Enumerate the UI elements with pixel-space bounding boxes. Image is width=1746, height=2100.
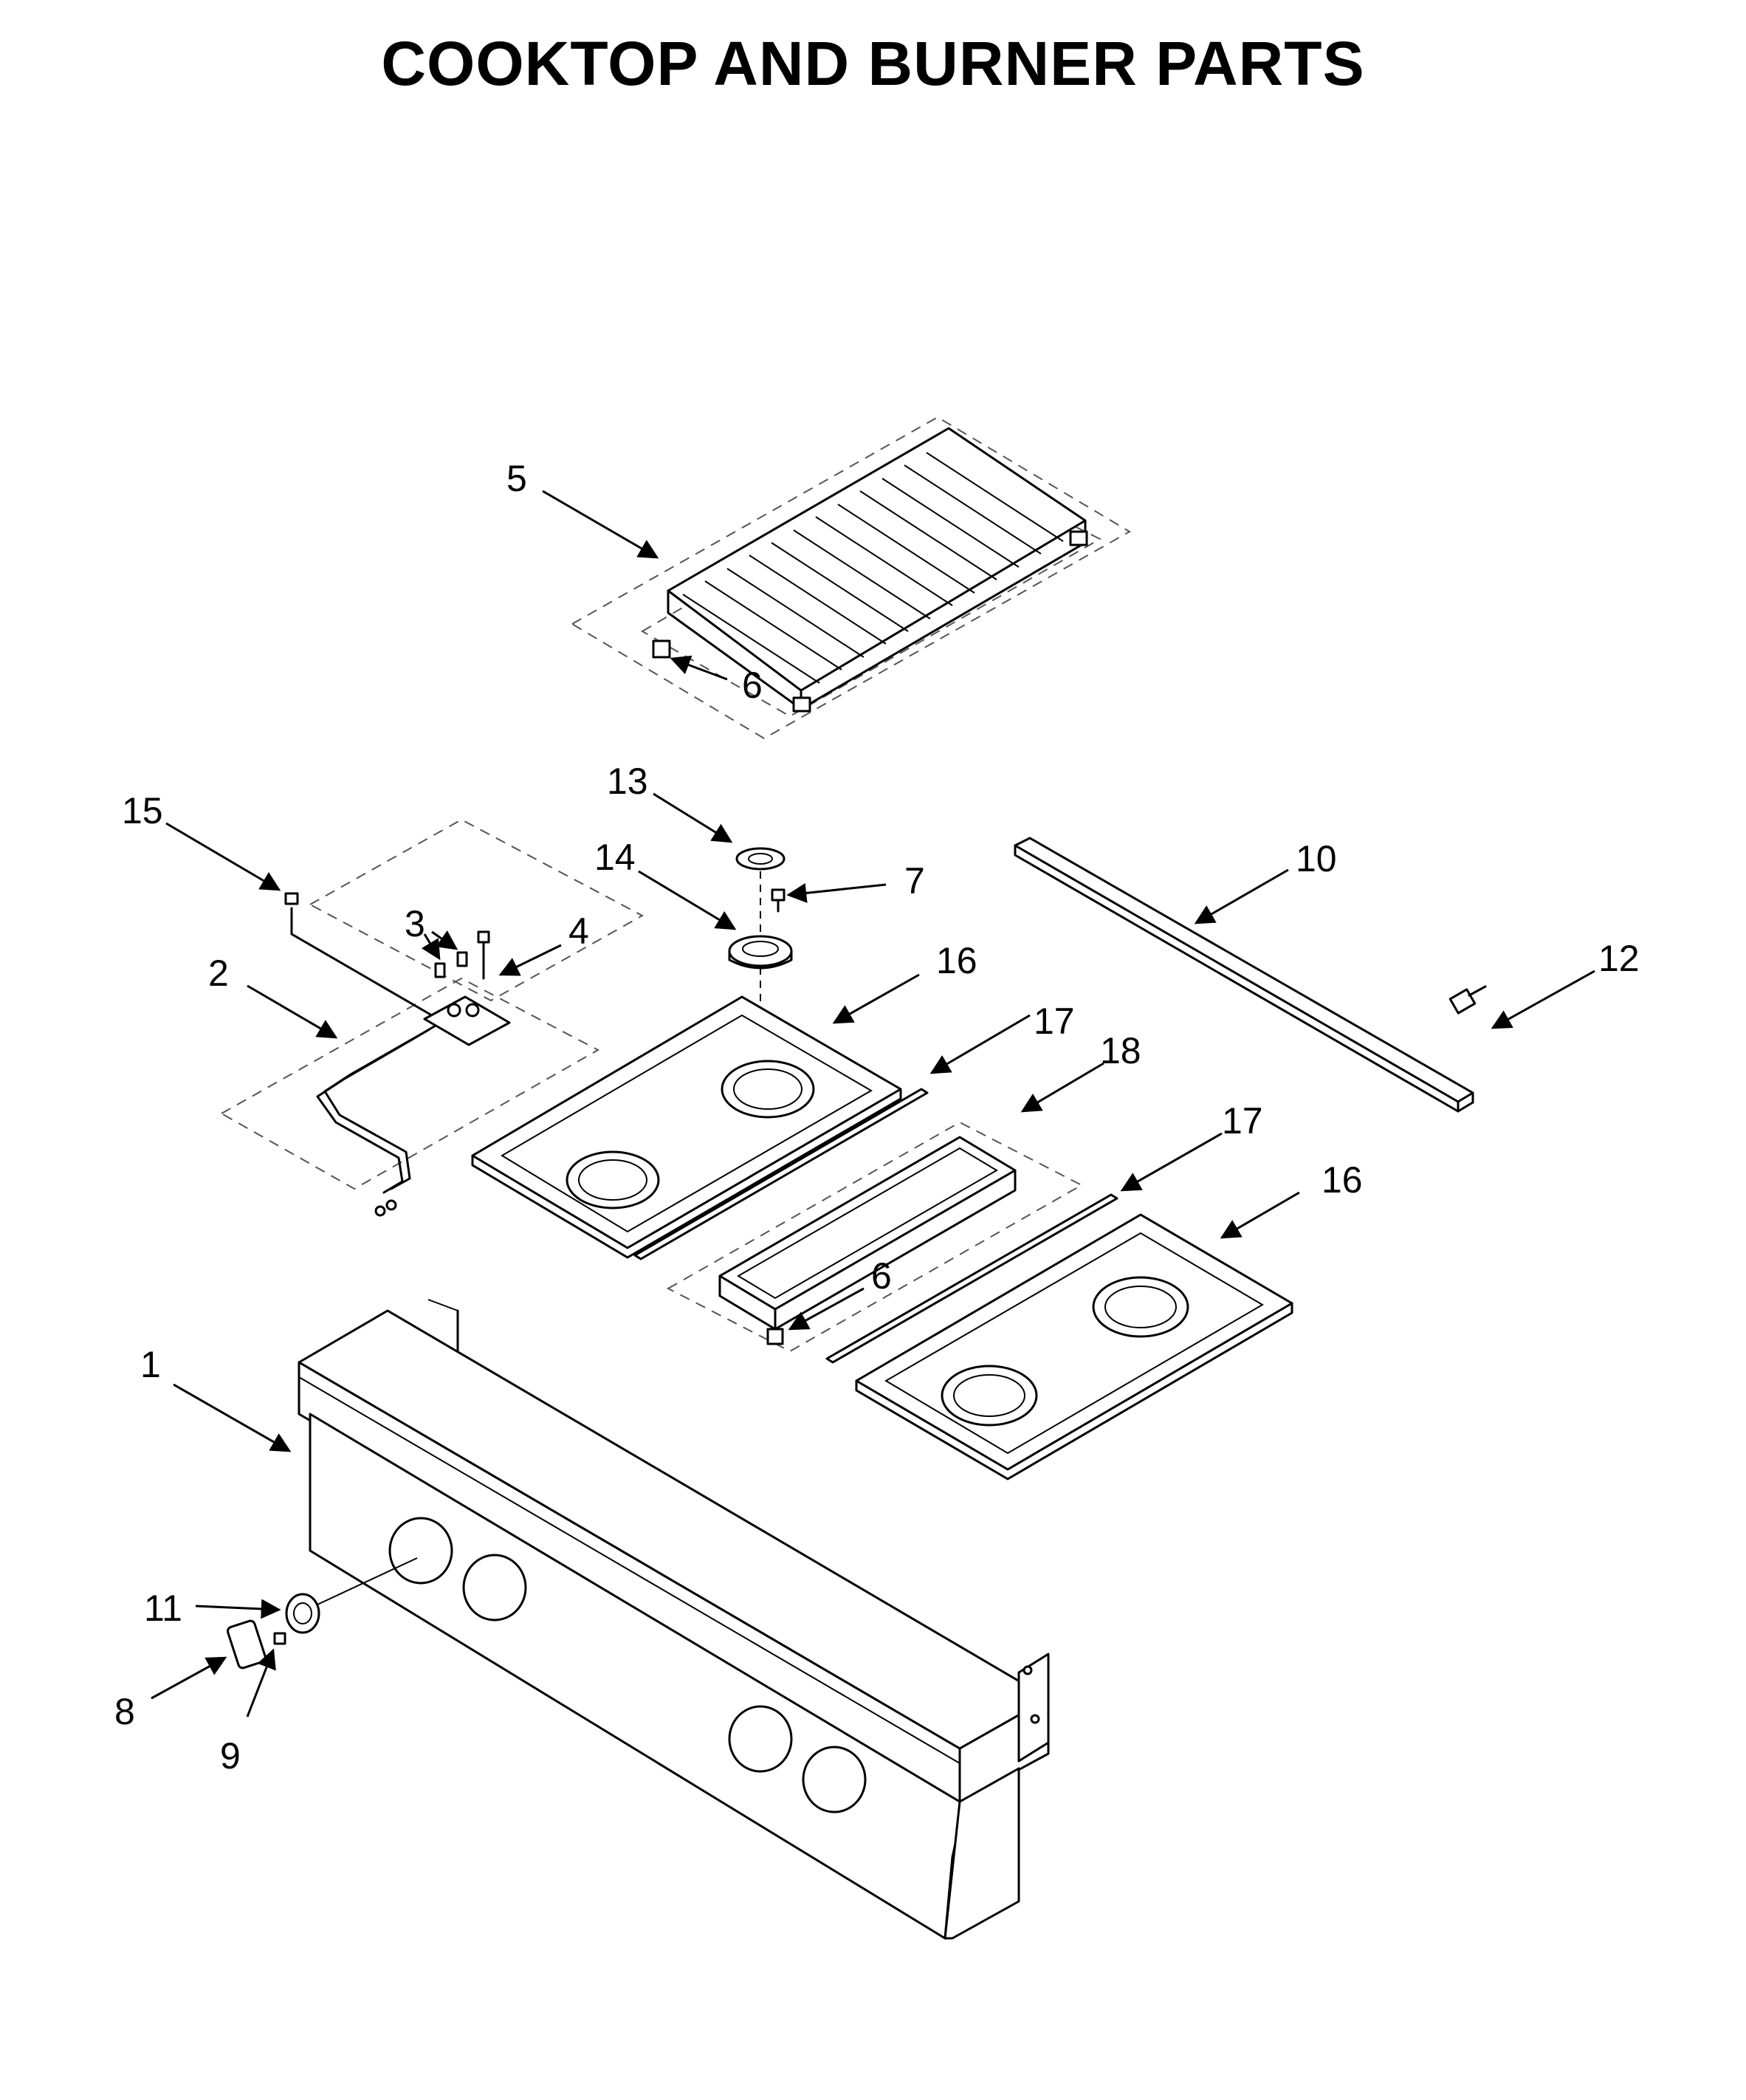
tray-part-18 [666, 1121, 1084, 1353]
callout-2: 2 [208, 953, 229, 994]
trim-strip-part-10 [1014, 837, 1474, 1113]
burner-cap-part-13 [735, 847, 786, 871]
callout-17a: 17 [1034, 1001, 1075, 1042]
grate-part-5 [571, 416, 1131, 740]
callout-5: 5 [506, 458, 527, 499]
bezel-part-11 [285, 1593, 320, 1634]
callout-leaders [151, 490, 1595, 1718]
electrode-part-3 [434, 962, 446, 978]
callout-16a: 16 [936, 940, 977, 981]
callout-6a: 6 [742, 665, 763, 706]
callout-labels: 1 2 3 4 5 6 6 7 8 9 10 11 12 13 14 15 16… [114, 458, 1640, 1777]
manifold-assembly [219, 818, 645, 1217]
clip-part-9 [273, 1632, 286, 1645]
callout-18: 18 [1100, 1030, 1141, 1071]
screw-part-12 [1448, 985, 1487, 1015]
gas-tube-part-2 [290, 907, 444, 1194]
callout-15: 15 [122, 790, 163, 831]
strip-part-17-right [825, 1193, 1118, 1364]
callout-8: 8 [114, 1691, 135, 1732]
callout-6b: 6 [871, 1255, 892, 1297]
front-panel-part-1 [298, 1299, 1050, 1940]
burner-pan-part-16-right [855, 1213, 1293, 1480]
callout-16b: 16 [1321, 1159, 1363, 1201]
callout-4: 4 [568, 910, 589, 952]
callout-14: 14 [594, 837, 636, 878]
screw-part-15 [284, 892, 299, 905]
callout-1: 1 [140, 1344, 161, 1385]
knob-assembly [227, 1557, 418, 1670]
callout-12: 12 [1598, 938, 1640, 979]
page-title: COOKTOP AND BURNER PARTS [381, 29, 1365, 98]
knob-part-8 [227, 1619, 267, 1670]
screw-part-7 [771, 888, 786, 913]
callout-10: 10 [1296, 838, 1337, 879]
callout-7: 7 [904, 860, 925, 902]
callout-17b: 17 [1222, 1100, 1263, 1142]
burner-assembly [728, 847, 793, 1030]
callout-13: 13 [607, 761, 648, 802]
callout-9: 9 [220, 1735, 241, 1777]
callout-3: 3 [405, 903, 425, 944]
strip-part-17-left [633, 1088, 929, 1260]
burner-pan-part-16-left [471, 995, 902, 1259]
callout-11: 11 [144, 1588, 182, 1629]
